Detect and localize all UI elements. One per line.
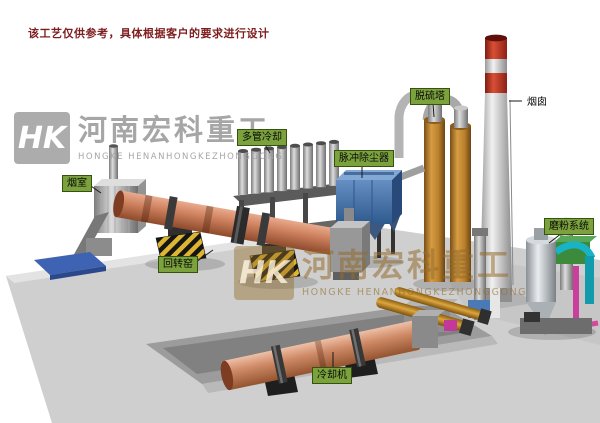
leader-lines [87, 100, 563, 367]
label-desulfurization-tower: 脱硫塔 [410, 88, 450, 105]
desulfurization-towers [394, 90, 481, 291]
grinding-system [508, 217, 599, 340]
label-rotary-kiln: 回转窑 [158, 256, 198, 273]
label-chimney: 烟囱 [522, 94, 552, 111]
disclaimer-text: 该工艺仅供参考，具体根据客户的要求进行设计 [28, 27, 270, 40]
cooler-tubes [238, 139, 339, 195]
chimney [470, 34, 534, 311]
kiln-head-hood [330, 208, 370, 280]
label-smoke-chamber: 烟室 [62, 175, 92, 192]
rotary-kiln [113, 190, 339, 256]
cooling-machine [220, 310, 445, 396]
label-cooling-machine: 冷却机 [312, 367, 352, 384]
label-grinding-system: 磨粉系统 [544, 218, 594, 235]
label-pulse-dust-collector: 脉冲除尘器 [334, 150, 394, 167]
label-multi-pipe-cooler: 多管冷却 [237, 129, 287, 146]
